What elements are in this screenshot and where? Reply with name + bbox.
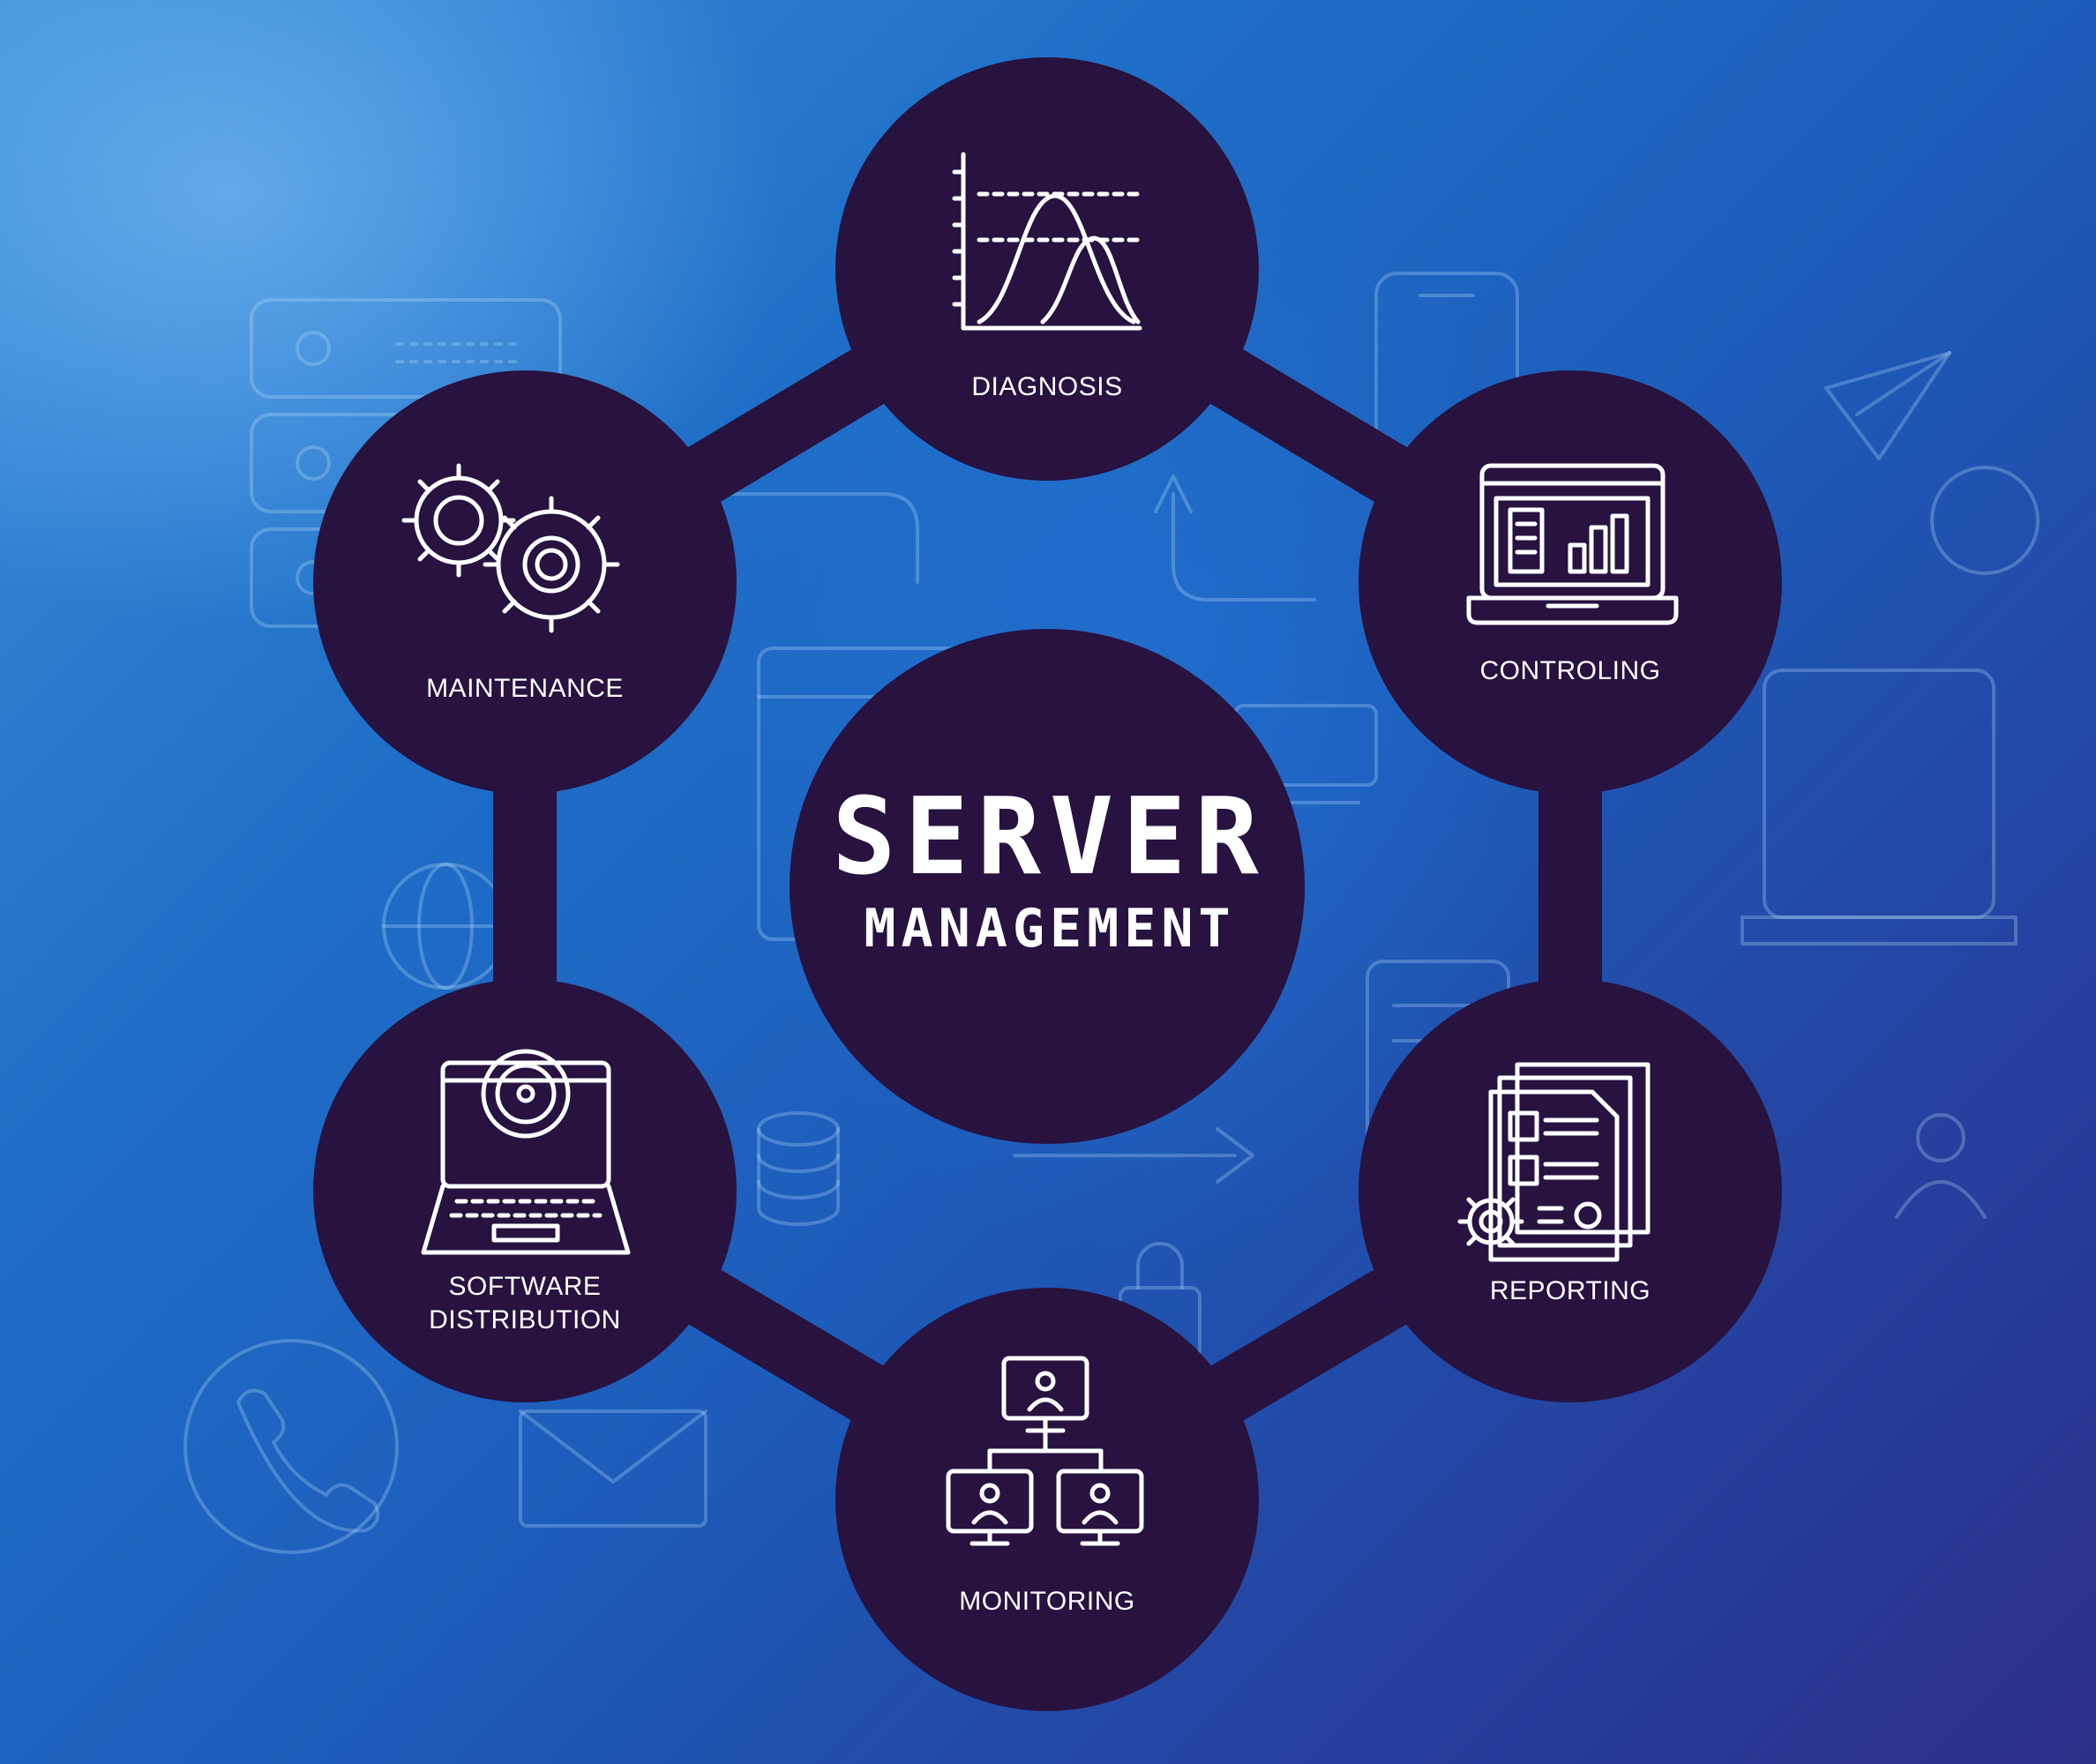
node-reporting [1359, 979, 1782, 1402]
node-monitoring [835, 1288, 1259, 1711]
label-diagnosis: DIAGNOSIS [971, 372, 1123, 401]
envelope-icon [520, 1411, 706, 1526]
center-node [790, 629, 1305, 1144]
laptop-dashboard-icon [1466, 463, 1679, 625]
node-diagnosis [835, 57, 1259, 481]
node-maintenance [313, 370, 737, 794]
network-monitors-icon [946, 1356, 1144, 1546]
paper-plane-icon [1826, 353, 1950, 459]
node-software-distribution [313, 979, 737, 1402]
diagram-title: SERVER [832, 776, 1268, 899]
laptop-disc-icon [421, 1049, 631, 1255]
report-documents-gear-icon [1457, 1062, 1651, 1262]
laptop-icon-right [1742, 670, 2016, 944]
flow-arrows-icon [723, 476, 1314, 1182]
node-controling [1359, 370, 1782, 794]
label-maintenance: MAINTENANCE [426, 674, 624, 703]
diagram-subtitle: MANAGEMENT [864, 898, 1236, 960]
label-monitoring: MONITORING [959, 1587, 1135, 1616]
gears-icon [401, 463, 620, 633]
label-controling: CONTROLING [1479, 656, 1661, 685]
database-icon [759, 1113, 838, 1224]
bell-curve-chart-icon [952, 152, 1142, 331]
label-software-distribution: SOFTWARE DISTRIBUTION [429, 1272, 621, 1334]
globe-icon [384, 864, 507, 988]
globe-icon-right [1932, 467, 2038, 573]
users-group-icon [1897, 1115, 1985, 1217]
label-reporting: REPORTING [1489, 1276, 1651, 1305]
phone-icon [185, 1341, 397, 1552]
